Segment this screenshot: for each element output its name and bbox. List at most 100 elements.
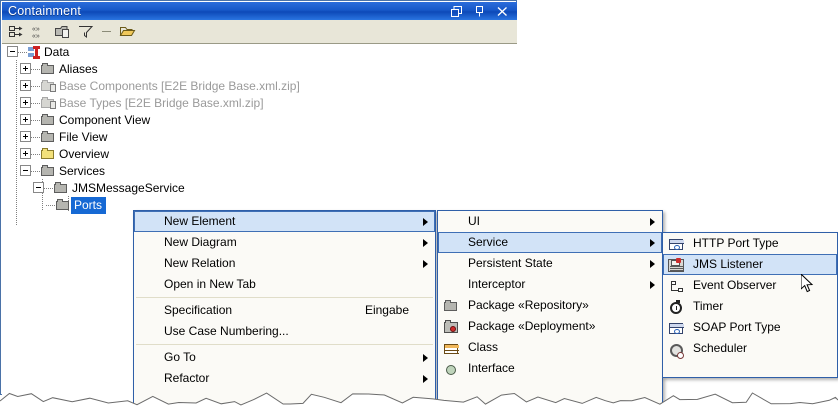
event-observer-icon — [668, 278, 684, 294]
panel-window-buttons — [451, 5, 517, 17]
menu-item[interactable]: Service — [438, 232, 662, 253]
menu-item-label: Use Case Numbering... — [164, 324, 289, 338]
menu-item[interactable]: Scheduler — [663, 338, 837, 359]
close-icon[interactable] — [497, 6, 508, 17]
tree-connector-dots — [18, 48, 28, 57]
menu-item[interactable]: Refactor — [134, 368, 435, 389]
tree-node[interactable]: Ports — [2, 197, 517, 214]
open-folder-icon[interactable] — [119, 23, 136, 40]
menu-item-label: New Diagram — [164, 235, 237, 249]
submenu-arrow-icon — [650, 218, 655, 226]
tree-node[interactable]: Component View — [2, 112, 517, 129]
filter-icon[interactable] — [77, 23, 94, 40]
tree-toggle-collapse[interactable] — [20, 165, 31, 177]
tree-node[interactable]: Aliases — [2, 61, 517, 78]
expand-all-icon[interactable] — [8, 23, 25, 40]
tree-node-label: Component View — [59, 113, 151, 127]
tree-node-label: JMSMessageService — [72, 181, 185, 195]
menu-item-label: Open in New Tab — [164, 277, 256, 291]
menu-item[interactable]: Package «Deployment» — [438, 316, 662, 337]
menu-item[interactable]: SOAP Port Type — [663, 317, 837, 338]
tree-toggle-collapse[interactable] — [7, 46, 18, 58]
tree-node[interactable]: Data — [2, 44, 517, 61]
menu-item-label: JMS Listener — [693, 257, 764, 271]
package-deployment-icon — [443, 319, 459, 335]
menu-item[interactable]: Class — [438, 337, 662, 358]
menu-item[interactable]: New Relation — [134, 253, 435, 274]
maximize-restore-icon[interactable] — [451, 5, 462, 17]
menu-item[interactable]: Interface — [438, 358, 662, 379]
folder-locked-icon — [41, 97, 56, 110]
panel-title-bar: Containment — [2, 2, 517, 20]
menu-item[interactable]: JMS Listener — [663, 254, 837, 275]
menu-item[interactable]: Open in New Tab — [134, 274, 435, 295]
menu-item[interactable]: UI — [438, 211, 662, 232]
menu-item-label: Package «Deployment» — [468, 319, 596, 333]
tree-node-label: Overview — [59, 147, 110, 161]
tree-connector-dots — [31, 150, 41, 159]
copy-icon[interactable] — [54, 23, 71, 40]
menu-item-label: Class — [468, 340, 499, 354]
tree-node[interactable]: Services — [2, 163, 517, 180]
menu-item[interactable]: New Diagram — [134, 232, 435, 253]
menu-item[interactable]: Event Observer — [663, 275, 837, 296]
menu-item[interactable]: HTTP Port Type — [663, 233, 837, 254]
tree-connector — [42, 179, 43, 211]
data-root-icon — [28, 45, 41, 59]
menu-item[interactable]: Interceptor — [438, 274, 662, 295]
submenu-arrow-icon — [423, 354, 428, 362]
menu-item[interactable]: Go To — [134, 347, 435, 368]
tree-node[interactable]: Overview — [2, 146, 517, 163]
tree-connector-dots — [31, 116, 41, 125]
menu-item[interactable]: Use Case Numbering... — [134, 321, 435, 342]
folder-icon — [41, 114, 56, 126]
folder-locked-icon — [41, 80, 56, 93]
jms-listener-icon — [668, 257, 684, 273]
tree-node[interactable]: File View — [2, 129, 517, 146]
menu-item-label: UI — [468, 214, 480, 228]
timer-icon — [668, 299, 684, 315]
tree-toggle-expand[interactable] — [20, 148, 31, 160]
menu-item[interactable]: Persistent State — [438, 253, 662, 274]
tree-toggle-collapse[interactable] — [33, 182, 44, 194]
tree-node[interactable]: Base Components [E2E Bridge Base.xml.zip… — [2, 78, 517, 95]
tree-toggle-expand[interactable] — [20, 63, 31, 75]
menu-item-label: Go To — [164, 350, 196, 364]
tree-node-label: Base Types [E2E Bridge Base.xml.zip] — [59, 96, 264, 110]
svg-text:«»: «» — [32, 26, 40, 33]
interface-icon — [443, 361, 459, 377]
tree-toggle-expand[interactable] — [20, 114, 31, 126]
menu-separator — [136, 344, 433, 345]
menu-item-label: Specification — [164, 303, 233, 317]
menu-item-label: Timer — [693, 299, 724, 313]
submenu-arrow-icon — [423, 239, 428, 247]
menu-item[interactable]: New Element — [134, 211, 435, 232]
menu-item[interactable]: Timer — [663, 296, 837, 317]
menu-item[interactable]: Package «Repository» — [438, 295, 662, 316]
submenu-arrow-icon — [423, 375, 428, 383]
menu-item-label: Interface — [468, 361, 515, 375]
menu-item-label: Package «Repository» — [468, 298, 589, 312]
tree-toggle-expand[interactable] — [20, 97, 31, 109]
menu-item-label: New Element — [164, 214, 236, 228]
tree-toggle-expand[interactable] — [20, 131, 31, 143]
auto-hide-pin-icon[interactable] — [474, 5, 485, 17]
svg-text:«»: «» — [32, 33, 40, 40]
tree-node-label: Ports — [71, 197, 107, 214]
folder-icon — [41, 165, 56, 177]
menu-item-label: Persistent State — [468, 256, 553, 270]
tree-node[interactable]: JMSMessageService — [2, 180, 517, 197]
tree-connector-dots — [46, 201, 56, 210]
tree-toggle-expand[interactable] — [20, 80, 31, 92]
show-stereotypes-icon[interactable]: «» «» — [31, 23, 48, 40]
panel-toolbar: «» «» — [2, 20, 517, 44]
tree-connector-dots — [31, 82, 41, 91]
tree-node-label: File View — [59, 130, 108, 144]
tree-node[interactable]: Base Types [E2E Bridge Base.xml.zip] — [2, 95, 517, 112]
folder-icon — [54, 182, 69, 194]
